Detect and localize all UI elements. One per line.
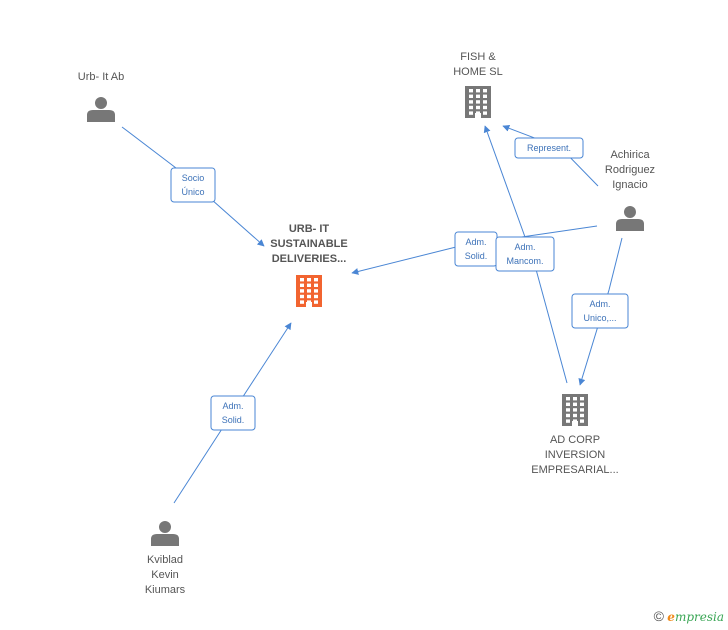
edge-label-text: Adm. — [222, 401, 243, 411]
edge-achirica-to-urb_sustainable: Adm. Solid. — [351, 225, 598, 275]
edge-line — [578, 237, 623, 386]
edge-achirica-to-fish_home: Represent. — [502, 124, 599, 187]
person-icon — [151, 521, 179, 546]
edge-label-box[interactable] — [170, 167, 216, 203]
edge-label-text: Adm. — [589, 299, 610, 309]
edge-ad_corp-to-fish_home: Adm. Mancom. — [483, 125, 568, 384]
node-fish_home[interactable]: FISH & HOME SL — [453, 51, 503, 118]
node-label: DELIVERIES... — [272, 253, 347, 265]
node-label: SUSTAINABLE — [270, 238, 347, 250]
node-label: AD CORP — [550, 434, 600, 446]
edge-label-box[interactable] — [571, 293, 629, 329]
edge-label-text: Solid. — [465, 251, 488, 261]
person-icon — [616, 206, 644, 231]
node-label: FISH & — [460, 51, 496, 63]
edge-label-text: Mancom. — [506, 256, 543, 266]
node-label: Kviblad — [147, 554, 183, 566]
edge-label-text: Único — [181, 187, 204, 197]
edge-label-box[interactable] — [514, 137, 584, 159]
edge-label-text: Adm. — [514, 242, 535, 252]
edge-label-text: Adm. — [465, 237, 486, 247]
edge-label-text: Socio — [182, 173, 205, 183]
edge-achirica-to-ad_corp: Adm. Unico,... — [571, 237, 629, 386]
node-label: HOME SL — [453, 66, 503, 78]
edge-label-text: Unico,... — [583, 313, 616, 323]
empresia-logo: © empresia — [654, 608, 724, 624]
edge-label-text: Solid. — [222, 415, 245, 425]
node-label: INVERSION — [545, 449, 606, 461]
node-label: Urb- It Ab — [78, 71, 124, 83]
copyright-symbol: © — [653, 608, 664, 624]
brand-name: empresia — [667, 610, 724, 624]
node-urb_sustainable[interactable]: URB- IT SUSTAINABLE DELIVERIES... — [270, 223, 348, 307]
node-label: URB- IT — [289, 223, 330, 235]
node-label: Kevin — [151, 569, 179, 581]
edge-label-box[interactable] — [495, 236, 555, 272]
person-icon — [87, 97, 115, 122]
node-label: EMPRESARIAL... — [531, 464, 618, 476]
building-icon — [296, 275, 322, 307]
building-icon — [562, 394, 588, 426]
edge-label-text: Represent. — [527, 143, 571, 153]
node-label: Achirica — [610, 149, 650, 161]
node-label: Kiumars — [145, 584, 186, 596]
node-urb_it_ab[interactable]: Urb- It Ab — [78, 71, 124, 122]
node-label: Ignacio — [612, 179, 647, 191]
edge-kviblad-to-urb_sustainable: Adm. Solid. — [173, 322, 292, 504]
node-label: Rodriguez — [605, 164, 655, 176]
building-icon — [465, 86, 491, 118]
edge-label-box[interactable] — [210, 395, 256, 431]
node-ad_corp[interactable]: AD CORP INVERSION EMPRESARIAL... — [531, 394, 619, 476]
